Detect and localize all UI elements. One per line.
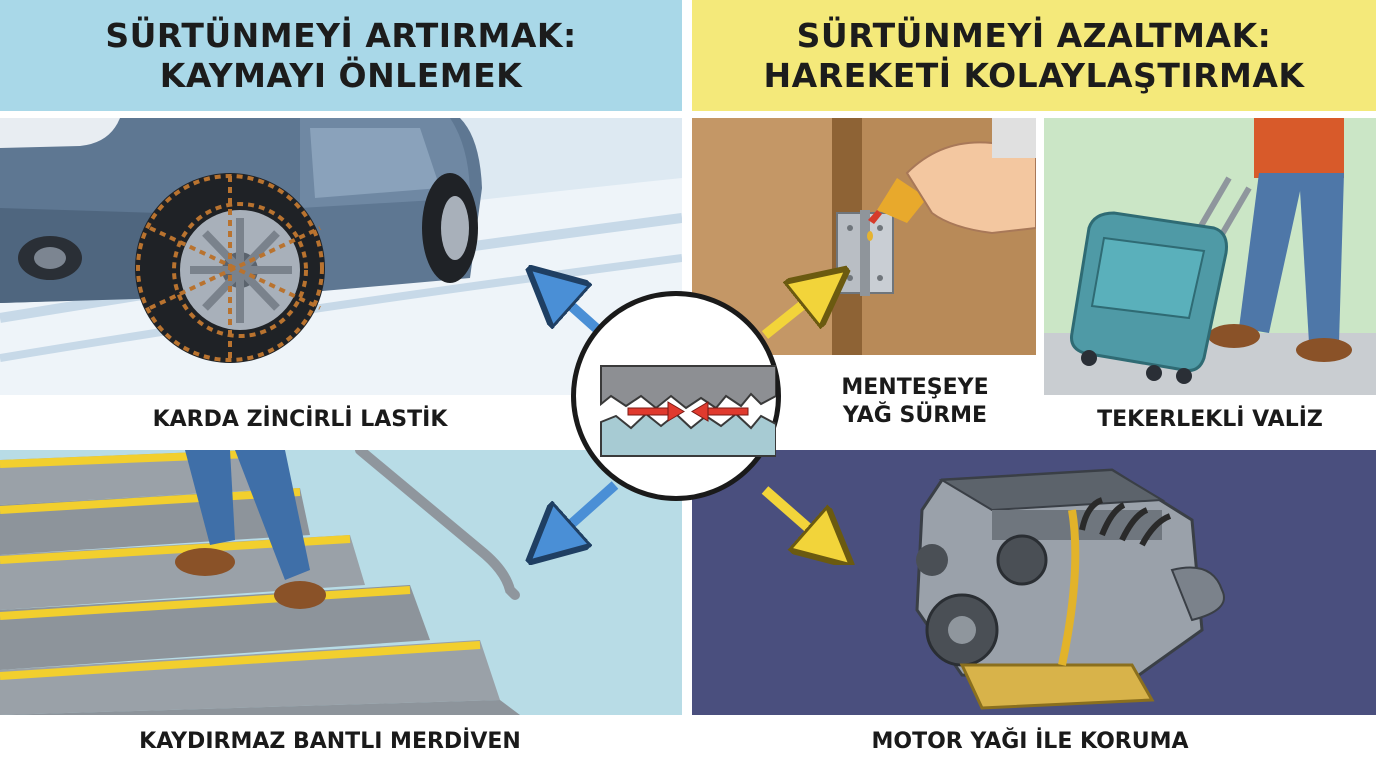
engine-oil-caption: MOTOR YAĞI İLE KORUMA — [871, 728, 1189, 754]
direction-arrows — [520, 265, 860, 565]
hinge-oil-caption-line2: YAĞ SÜRME — [842, 403, 988, 428]
hinge-oil-caption-line1: MENTEŞEYE — [841, 375, 989, 400]
decrease-header-line1: SÜRTÜNMEYİ AZALTMAK: — [796, 15, 1272, 55]
arrow-to-hinge — [761, 287, 825, 339]
suitcase-caption: TEKERLEKLİ VALİZ — [1097, 407, 1323, 432]
hinge-oil-caption: MENTEŞEYE YAĞ SÜRME — [800, 362, 1030, 442]
friction-surfaces-diagram — [571, 291, 781, 501]
rolling-suitcase-illustration — [1044, 118, 1376, 395]
decrease-friction-header: SÜRTÜNMEYİ AZALTMAK: HAREKETİ KOLAYLAŞTI… — [692, 0, 1376, 111]
stairs-caption: KAYDIRMAZ BANTLI MERDİVEN — [139, 728, 521, 754]
tire-chains-caption: KARDA ZİNCİRLİ LASTİK — [152, 407, 448, 432]
increase-header-line2: KAYMAYI ÖNLEMEK — [159, 55, 523, 95]
anti-slip-stairs-illustration — [0, 450, 682, 715]
hinge-oiling-illustration — [692, 118, 1036, 355]
increase-friction-header: SÜRTÜNMEYİ ARTIRMAK: KAYMAYI ÖNLEMEK — [0, 0, 682, 111]
tire-chains-illustration — [0, 118, 682, 395]
arrow-to-stairs — [550, 481, 619, 543]
engine-oil-illustration — [692, 450, 1376, 715]
arrow-to-engine — [761, 486, 830, 547]
decrease-header-line2: HAREKETİ KOLAYLAŞTIRMAK — [763, 55, 1305, 95]
increase-header-line1: SÜRTÜNMEYİ ARTIRMAK: — [105, 15, 577, 55]
